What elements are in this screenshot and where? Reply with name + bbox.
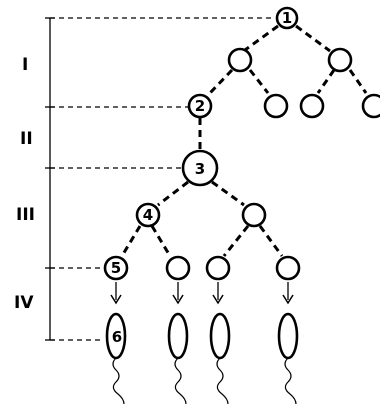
stage-label-2: II	[20, 129, 33, 149]
stage-label-4: IV	[14, 293, 34, 313]
elongated-cell-b	[167, 312, 189, 405]
edge-4a	[157, 180, 189, 207]
edge-5d	[258, 225, 284, 257]
stage-label-1: I	[22, 55, 28, 75]
edge-4b	[211, 180, 245, 207]
cell-4-label: 4	[143, 206, 153, 224]
cell-3-label: 3	[195, 160, 205, 178]
edge-1b	[295, 24, 331, 53]
edge-1a	[244, 24, 279, 52]
cell-gen2-a	[227, 47, 253, 73]
edge-5c	[222, 225, 250, 257]
cell-1-label: 1	[282, 9, 292, 27]
edge-5b	[150, 225, 172, 257]
edge-2a	[208, 68, 234, 95]
cell-gen2-b	[327, 47, 353, 73]
cell-gen5-b	[241, 202, 267, 228]
transformation-arrows	[110, 282, 294, 305]
cell-gen3-d	[361, 93, 380, 119]
cell-gen3-b	[263, 93, 289, 119]
edge-2d	[348, 69, 368, 94]
edge-2b	[248, 69, 270, 94]
cell-gen3-c	[299, 93, 325, 119]
cell-4: 4	[135, 202, 161, 228]
cell-gen6-d	[275, 255, 301, 281]
cell-2-label: 2	[195, 97, 205, 115]
cell-5: 5	[103, 255, 129, 281]
cell-6: 6	[105, 312, 127, 405]
edge-5a	[120, 225, 142, 257]
stage-label-3: III	[16, 205, 35, 225]
cell-6-label: 6	[112, 328, 122, 346]
cell-3: 3	[181, 149, 219, 187]
cell-gen6-b	[165, 255, 191, 281]
cell-5-label: 5	[111, 259, 121, 277]
cell-gen6-c	[205, 255, 231, 281]
edge-2c	[316, 69, 336, 94]
elongated-cell-d	[277, 312, 299, 405]
cell-2: 2	[187, 93, 213, 119]
tree-edges	[120, 24, 368, 257]
cell-1: 1	[275, 6, 299, 30]
elongated-cell-c	[209, 312, 231, 405]
